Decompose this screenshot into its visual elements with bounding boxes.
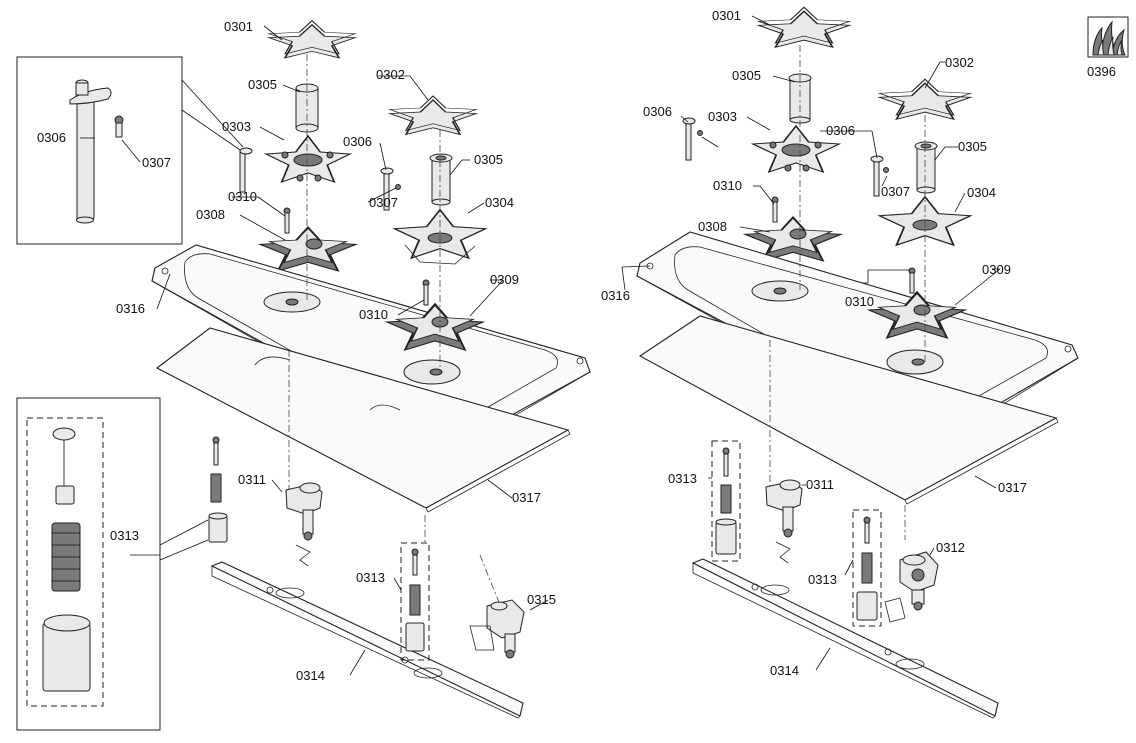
right-assembly: 0301 0305 0303 0306 0306 0302 0305 0307 … — [601, 6, 1129, 719]
electrode-0306-right-b — [870, 155, 889, 197]
label-0304: 0304 — [485, 195, 514, 210]
label-0305: 0305 — [732, 68, 761, 83]
burner-base-0308-left — [259, 226, 357, 272]
label-0305: 0305 — [474, 152, 503, 167]
label-0317: 0317 — [998, 480, 1027, 495]
label-0316: 0316 — [116, 301, 145, 316]
label-0313: 0313 — [808, 572, 837, 587]
label-0306: 0306 — [343, 134, 372, 149]
electrode-0306-left-b — [380, 167, 401, 211]
label-0308: 0308 — [196, 207, 225, 222]
screw-0310-right-b — [908, 267, 916, 294]
label-0306: 0306 — [826, 123, 855, 138]
valve-0311-right — [765, 479, 803, 564]
label-0302: 0302 — [945, 55, 974, 70]
label-0307: 0307 — [881, 184, 910, 199]
screw-0310-left-a — [283, 207, 291, 234]
label-0310: 0310 — [228, 189, 257, 204]
electrode-0306-right-a — [682, 117, 719, 161]
label-0313: 0313 — [668, 471, 697, 486]
left-assembly: 0301 0305 0303 0306 0307 0306 0302 0305 … — [16, 19, 591, 731]
label-0302: 0302 — [376, 67, 405, 82]
burner-flame-icon — [1087, 16, 1129, 58]
burner-cap-0301-right — [757, 6, 851, 49]
burner-base-0309-right — [868, 291, 966, 339]
spring-0313-left-b — [400, 542, 430, 661]
gasket-0317-left — [155, 327, 571, 513]
valve-0315-left — [469, 599, 525, 659]
label-0310: 0310 — [845, 294, 874, 309]
inset-electrode-detail — [16, 56, 244, 245]
burner-base-0308-right — [744, 216, 842, 262]
label-0308: 0308 — [698, 219, 727, 234]
label-0310: 0310 — [713, 178, 742, 193]
label-0396: 0396 — [1087, 64, 1116, 79]
leader-lines-left — [80, 25, 549, 676]
rail-0314-left — [210, 561, 524, 719]
screw-0310-left-b — [422, 279, 430, 306]
label-0314: 0314 — [770, 663, 799, 678]
burner-cap-0301-left — [267, 19, 357, 59]
valve-0311-left — [285, 482, 323, 567]
label-0317: 0317 — [512, 490, 541, 505]
spring-0313-right-a — [711, 440, 741, 562]
label-0305: 0305 — [958, 139, 987, 154]
label-0309: 0309 — [490, 272, 519, 287]
burner-cap-0302-left — [388, 95, 478, 136]
label-0312: 0312 — [936, 540, 965, 555]
burner-crown-0303-right — [751, 125, 841, 173]
label-0307: 0307 — [142, 155, 171, 170]
tube-0305-left — [295, 83, 319, 133]
label-0309: 0309 — [982, 262, 1011, 277]
spring-0313-right-b — [852, 509, 882, 627]
label-0307: 0307 — [369, 195, 398, 210]
spring-0313-left-a — [208, 436, 228, 543]
tube-0305-left-b — [429, 153, 453, 206]
screw-0310-right-a — [771, 196, 779, 223]
burner-crown-0303-left — [265, 135, 351, 183]
rail-0314-right — [691, 558, 999, 719]
leader-lines-right — [621, 15, 1001, 671]
burner-cap-0302-right — [878, 78, 972, 121]
hob-plate-0316-left — [151, 244, 591, 453]
label-0303: 0303 — [708, 109, 737, 124]
label-0306: 0306 — [643, 104, 672, 119]
label-0304: 0304 — [967, 185, 996, 200]
label-0306: 0306 — [37, 130, 66, 145]
label-0313: 0313 — [110, 528, 139, 543]
label-0303: 0303 — [222, 119, 251, 134]
label-0311: 0311 — [238, 472, 266, 487]
label-0301: 0301 — [224, 19, 253, 34]
label-0301: 0301 — [712, 8, 741, 23]
label-0305: 0305 — [248, 77, 277, 92]
gasket-0317-right — [638, 315, 1059, 505]
label-0311: 0311 — [806, 477, 834, 492]
label-0315: 0315 — [527, 592, 556, 607]
electrode-0306-left-a — [239, 147, 253, 193]
valve-0312-right — [884, 551, 939, 623]
label-0316: 0316 — [601, 288, 630, 303]
label-0313: 0313 — [356, 570, 385, 585]
label-0310: 0310 — [359, 307, 388, 322]
inset-spring-detail — [16, 397, 209, 731]
label-0314: 0314 — [296, 668, 325, 683]
tube-0305-right-b — [914, 141, 938, 194]
